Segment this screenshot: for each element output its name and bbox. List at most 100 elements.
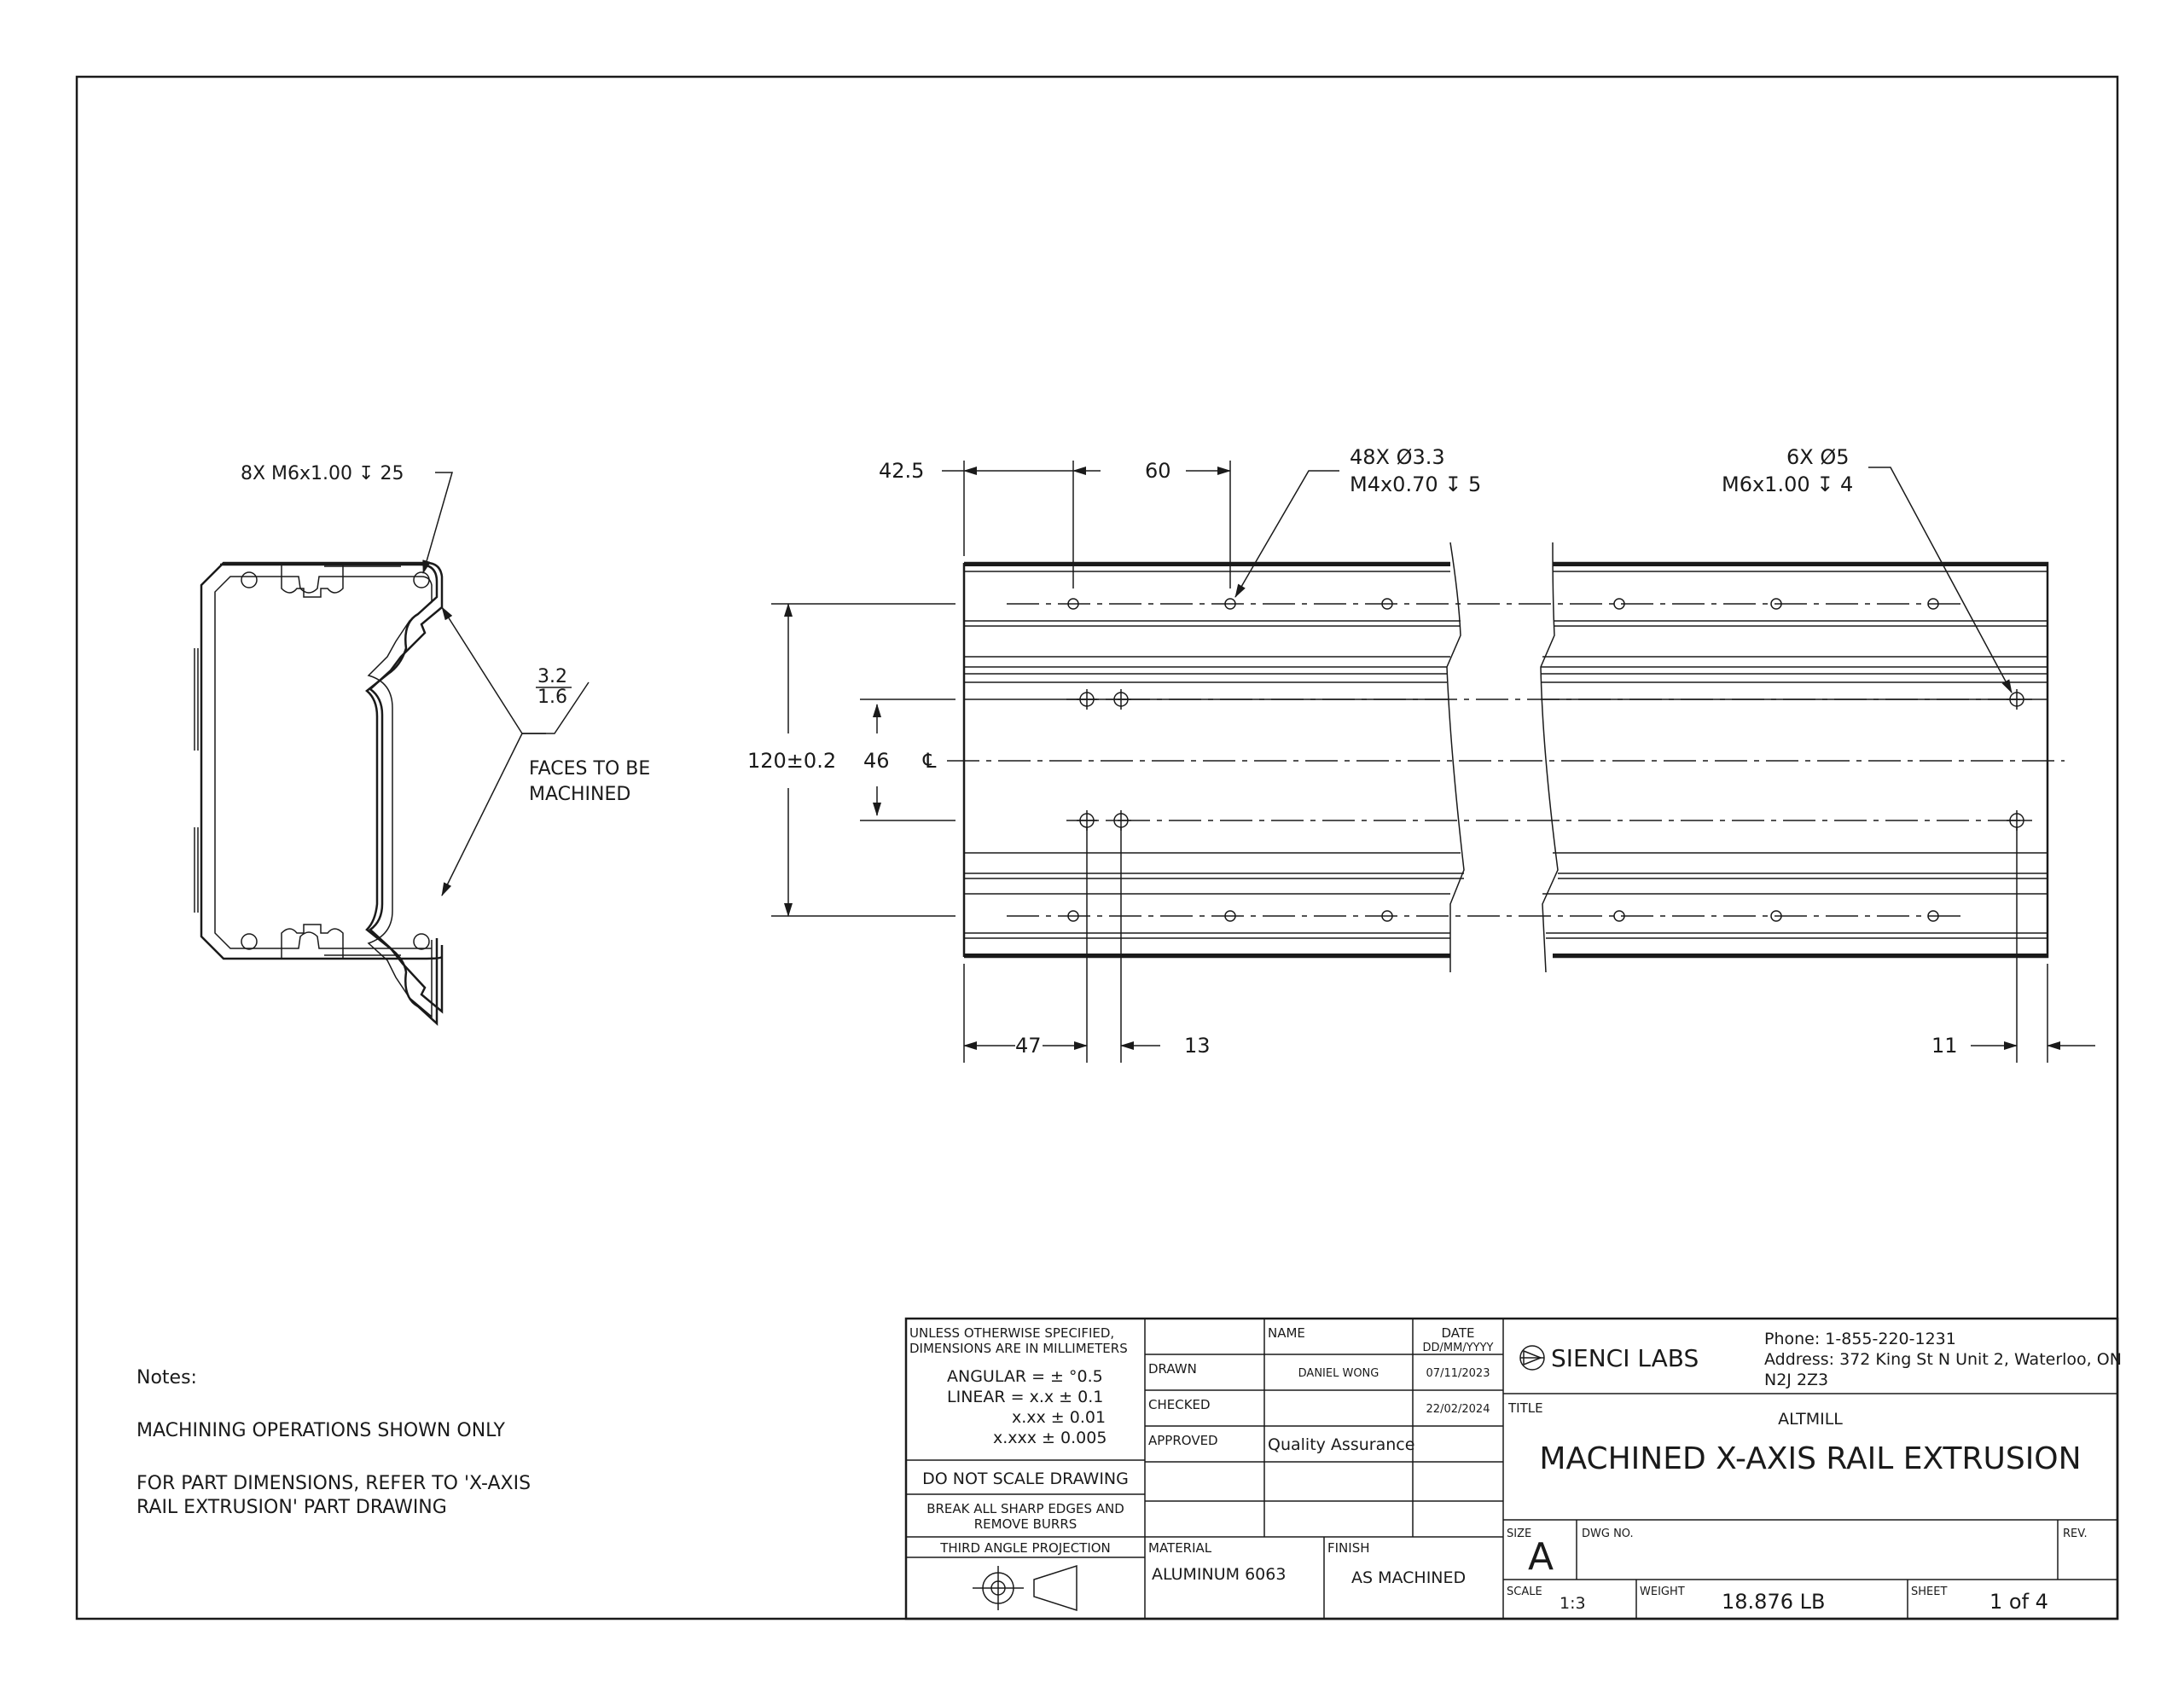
company-address-1: Address: 372 King St N Unit 2, Waterloo,…	[1764, 1350, 2122, 1369]
size-label: SIZE	[1507, 1528, 1531, 1540]
top-dimensions	[942, 461, 1231, 588]
vertical-dimensions	[771, 603, 956, 917]
notes-line-1: MACHINING OPERATIONS SHOWN ONLY	[136, 1420, 505, 1441]
dim-42-5: 42.5	[879, 459, 924, 483]
profile-slot-bottom	[281, 924, 344, 959]
hole	[1927, 910, 1939, 922]
profile-serrations	[194, 565, 401, 956]
rail-left-profile-lines	[964, 571, 1464, 939]
profile-outline	[200, 561, 444, 1014]
holes-bottom-row	[1067, 910, 1939, 922]
rail-right-profile-lines	[1541, 571, 2048, 939]
weight-label: WEIGHT	[1640, 1586, 1685, 1598]
side-view: 42.5 60 48X Ø3.3 M4x0.70 ↧ 5 6X Ø5 M6x1.…	[747, 445, 2095, 1063]
hole	[1381, 910, 1393, 922]
dim-height: 120±0.2	[747, 749, 836, 773]
drawn-name: DANIEL WONG	[1298, 1367, 1380, 1380]
end-callout-2: M6x1.00 ↧ 4	[1722, 472, 1853, 496]
approved-label: APPROVED	[1148, 1433, 1218, 1448]
roughness-leader-top	[441, 606, 523, 734]
approved-name: Quality Assurance	[1268, 1435, 1414, 1454]
centerline-symbol: ℄	[922, 749, 937, 773]
rail-left-body	[962, 561, 1450, 959]
hole	[1613, 910, 1625, 922]
section-view: 8X M6x1.00 ↧ 25 3.2 1.6 FACES TO BE MACH…	[194, 463, 650, 1026]
profile-inner	[214, 576, 433, 1018]
dwg-no-label: DWG NO.	[1582, 1528, 1634, 1540]
weight-value: 18.876 LB	[1722, 1590, 1825, 1614]
size-value: A	[1528, 1535, 1554, 1579]
rail-left-break	[1446, 542, 1465, 972]
product-name: ALTMILL	[1778, 1410, 1843, 1429]
faces-note-1: FACES TO BE	[529, 758, 650, 780]
hole	[1927, 598, 1939, 610]
break-edges-1: BREAK ALL SHARP EDGES AND	[926, 1501, 1124, 1516]
sheet-value: 1 of 4	[1989, 1590, 2048, 1614]
dim-60: 60	[1145, 459, 1171, 483]
spec-line-2: DIMENSIONS ARE IN MILLIMETERS	[909, 1341, 1128, 1356]
finish-label: FINISH	[1327, 1540, 1370, 1556]
spec-line-1: UNLESS OTHERWISE SPECIFIED,	[909, 1325, 1114, 1341]
profile-hole-br	[413, 933, 430, 950]
company-phone: Phone: 1-855-220-1231	[1764, 1330, 1956, 1348]
drawing-title: MACHINED X-AXIS RAIL EXTRUSION	[1539, 1441, 2081, 1476]
projection-label: THIRD ANGLE PROJECTION	[939, 1540, 1111, 1556]
drawn-date: 07/11/2023	[1426, 1367, 1490, 1380]
projection-symbol-icon	[973, 1564, 1077, 1612]
hole-callout-1: 48X Ø3.3	[1350, 445, 1445, 469]
sheet-label: SHEET	[1911, 1586, 1947, 1598]
company-address-2: N2J 2Z3	[1764, 1371, 1828, 1389]
title-label: TITLE	[1507, 1400, 1543, 1416]
roughness-top: 3.2	[537, 666, 567, 687]
hole	[1067, 910, 1079, 922]
dim-13: 13	[1184, 1034, 1211, 1058]
rail-right-break	[1540, 542, 1559, 973]
centerlines	[947, 603, 2065, 917]
hole-callout-2: M4x0.70 ↧ 5	[1350, 472, 1481, 496]
profile-hole-tr	[413, 571, 430, 588]
profile-hole-bl	[241, 933, 258, 950]
break-edges-2: REMOVE BURRS	[974, 1516, 1077, 1532]
threads-callout: 8X M6x1.00 ↧ 25	[241, 463, 404, 484]
title-block: UNLESS OTHERWISE SPECIFIED, DIMENSIONS A…	[904, 1317, 2122, 1620]
holes-top-row	[1067, 598, 1939, 610]
hole	[1613, 598, 1625, 610]
hole	[1067, 598, 1079, 610]
hole	[1770, 598, 1782, 610]
tolerance-linear-1: LINEAR = x.x ± 0.1	[947, 1388, 1103, 1406]
finish-value: AS MACHINED	[1351, 1568, 1466, 1587]
name-header: NAME	[1268, 1325, 1305, 1341]
hole-leader	[1234, 470, 1339, 598]
roughness-bottom: 1.6	[537, 687, 567, 708]
hole	[1224, 598, 1236, 610]
notes-line-2b: RAIL EXTRUSION' PART DRAWING	[136, 1497, 447, 1518]
hole	[1381, 598, 1393, 610]
drawn-label: DRAWN	[1148, 1361, 1197, 1377]
notes-heading: Notes:	[136, 1367, 197, 1388]
end-leader	[1868, 467, 2013, 693]
checked-label: CHECKED	[1148, 1397, 1211, 1412]
end-holes	[1077, 689, 2027, 831]
company-logo-icon	[1519, 1345, 1545, 1371]
threads-leader	[422, 472, 453, 574]
date-format: DD/MM/YYYY	[1423, 1342, 1494, 1354]
hole	[1770, 910, 1782, 922]
rev-label: REV.	[2063, 1528, 2088, 1540]
profile-hole-tl	[241, 571, 258, 588]
dim-47: 47	[1015, 1034, 1042, 1058]
roughness-leader-bottom	[441, 733, 523, 896]
scale-label: SCALE	[1507, 1586, 1542, 1598]
checked-date: 22/02/2024	[1426, 1403, 1490, 1416]
hole	[1224, 910, 1236, 922]
tolerance-linear-3: x.xxx ± 0.005	[993, 1429, 1107, 1447]
date-header: DATE	[1441, 1325, 1474, 1341]
notes-line-2a: FOR PART DIMENSIONS, REFER TO 'X-AXIS	[136, 1473, 531, 1494]
material-label: MATERIAL	[1148, 1540, 1212, 1556]
tolerance-angular: ANGULAR = ± °0.5	[947, 1367, 1103, 1386]
dim-11: 11	[1931, 1034, 1958, 1058]
end-callout-1: 6X Ø5	[1786, 445, 1850, 469]
notes: Notes: MACHINING OPERATIONS SHOWN ONLY F…	[136, 1367, 531, 1518]
tolerance-linear-2: x.xx ± 0.01	[1012, 1408, 1106, 1427]
company-name: SIENCI LABS	[1551, 1344, 1699, 1372]
